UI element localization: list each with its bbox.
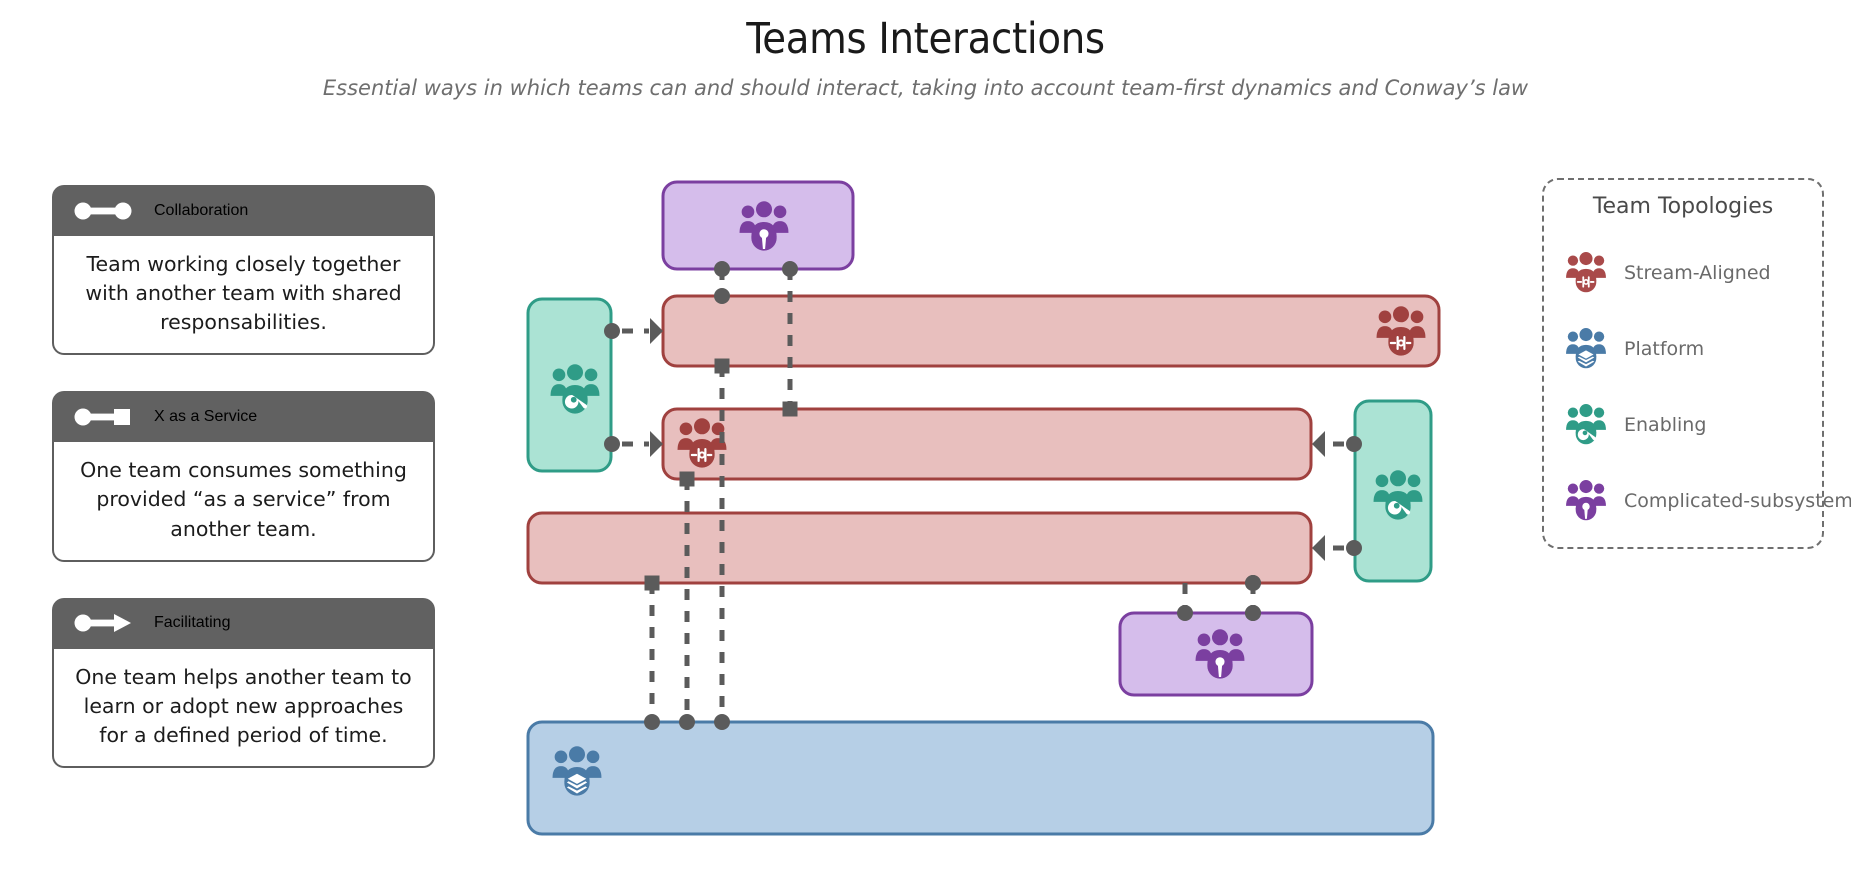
connector-endpoint-dot — [1346, 436, 1362, 452]
page-header: Teams Interactions Essential ways in whi… — [0, 0, 1851, 130]
legend-card-header: Facilitating — [52, 597, 435, 649]
connector-xaas-sa3-to-platform — [644, 575, 660, 730]
diagram-nodes — [526, 180, 1441, 836]
diagram-connectors — [604, 261, 1362, 730]
legend-card-title: Facilitating — [154, 614, 231, 632]
topology-label: Platform — [1624, 338, 1705, 360]
diagram-node-complicated-subsystem-top[interactable] — [661, 180, 855, 271]
circle-line-arrow-icon — [74, 614, 131, 633]
page-subtitle: Essential ways in which teams can and sh… — [322, 76, 1529, 100]
topology-item-platform[interactable]: Platform — [1544, 311, 1822, 387]
diagram-node-complicated-subsystem-bottom[interactable] — [1118, 611, 1314, 697]
team-platform-icon — [1566, 328, 1606, 369]
team-enabling-icon — [1566, 404, 1606, 445]
diagram-node-platform-bottom[interactable] — [526, 720, 1435, 836]
legend-card-header: Collaboration — [52, 185, 435, 236]
team-stream-aligned-icon — [1566, 252, 1606, 293]
legend-card-body: One team consumes something provided “as… — [52, 442, 435, 562]
team-complicated-subsystem-icon — [1566, 480, 1606, 521]
circle-line-square-icon — [74, 408, 130, 426]
topology-item-stream-aligned[interactable]: Stream-Aligned — [1544, 235, 1822, 311]
diagram-node-enabling-right[interactable] — [1353, 399, 1433, 583]
topology-item-complicated-subsystem[interactable]: Complicated-subsystem — [1544, 463, 1851, 539]
team-topologies-legend: Team Topologies Stream-Aligned — [1542, 178, 1851, 549]
connector-endpoint-dot — [714, 288, 730, 304]
connector-facilitating-enabling-right-to-sa3 — [1312, 535, 1362, 561]
arrow-head — [1312, 535, 1325, 561]
connector-facilitating-enabling-left-to-sa1 — [604, 318, 663, 344]
interaction-modes-legend: Collaboration Team working closely toget… — [52, 185, 435, 804]
arrow-head — [650, 431, 663, 457]
team-platform-icon — [552, 746, 602, 796]
diagram-node-stream-aligned-2[interactable] — [661, 407, 1313, 481]
page-title: Teams Interactions — [746, 14, 1105, 64]
connector-endpoint-dot — [1346, 540, 1362, 556]
connector-endpoint-dot — [644, 714, 660, 730]
topology-item-enabling[interactable]: Enabling — [1544, 387, 1822, 463]
legend-card-facilitating[interactable]: Facilitating One team helps another team… — [52, 597, 435, 768]
connector-xaas-sa2-to-platform — [679, 471, 695, 730]
connector-endpoint-dot — [714, 714, 730, 730]
legend-card-header: X as a Service — [52, 391, 435, 443]
diagram-node-stream-aligned-3[interactable] — [526, 511, 1313, 585]
diagram-node-enabling-left[interactable] — [526, 297, 613, 473]
topology-label: Complicated-subsystem — [1624, 490, 1851, 512]
legend-card-title: Collaboration — [154, 201, 249, 219]
topologies-legend-title: Team Topologies — [1592, 194, 1774, 219]
connector-marker-sa1-bottom-722 — [714, 358, 730, 374]
topology-label: Stream-Aligned — [1624, 262, 1771, 284]
connector-marker-sa3-bottom-652 — [644, 575, 660, 591]
team-complicated-subsystem-icon — [739, 201, 789, 251]
connector-marker-sa2-bottom-687 — [679, 471, 695, 487]
connector-collab-cs-top-to-sa1 — [714, 261, 730, 304]
team-complicated-subsystem-icon — [1195, 629, 1245, 679]
topology-label: Enabling — [1624, 414, 1707, 436]
connector-endpoint-dot — [679, 714, 695, 730]
connector-facilitating-enabling-right-to-sa2 — [1312, 431, 1362, 457]
legend-card-collaboration[interactable]: Collaboration Team working closely toget… — [52, 185, 435, 356]
connector-marker-cs-1253 — [1245, 605, 1261, 621]
team-enabling-icon — [550, 364, 600, 414]
connector-facilitating-enabling-left-to-sa2 — [604, 431, 663, 457]
legend-card-body: Team working closely together with anoth… — [52, 236, 435, 356]
connector-marker-sa3-1253 — [1245, 575, 1261, 591]
connector-endpoint-dot — [782, 261, 798, 277]
circle-line-circle-icon — [74, 202, 132, 219]
arrow-head — [650, 318, 663, 344]
connector-endpoint-dot — [714, 261, 730, 277]
connector-endpoint-dot — [604, 323, 620, 339]
connector-marker-sa2-top-790 — [782, 401, 798, 417]
team-enabling-icon — [1373, 470, 1423, 520]
diagram-node-stream-aligned-1[interactable] — [661, 294, 1441, 368]
legend-card-x-as-a-service[interactable]: X as a Service One team consumes somethi… — [52, 391, 435, 562]
arrow-head — [1312, 431, 1325, 457]
connector-endpoint-dot — [604, 436, 620, 452]
legend-card-title: X as a Service — [154, 407, 258, 425]
legend-card-body: One team helps another team to learn or … — [52, 648, 435, 768]
team-stream-aligned-icon — [677, 418, 727, 468]
team-stream-aligned-icon — [1376, 306, 1426, 356]
